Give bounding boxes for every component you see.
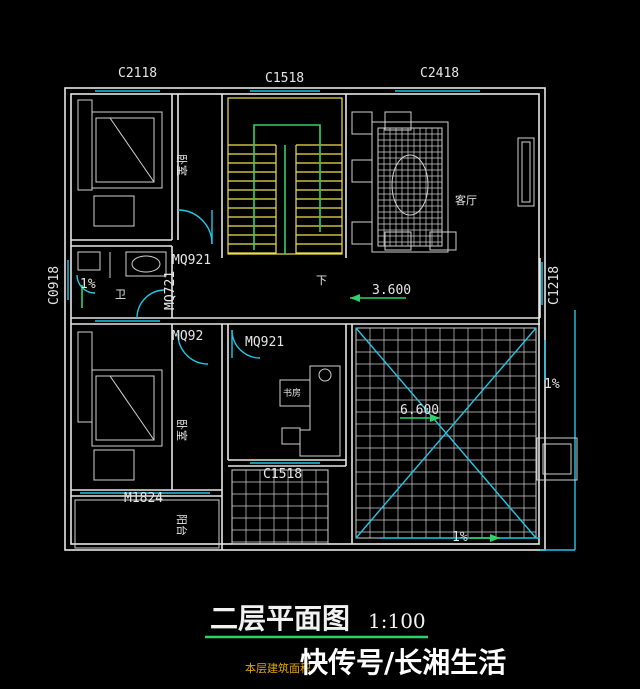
door-swings [76,209,261,365]
label-window-mid-bottom: C1518 [263,467,302,482]
label-door-4: MQ921 [245,335,284,350]
label-door-1: MQ921 [172,253,211,268]
interior-walls [71,94,541,550]
plan-title: 二层平面图 [210,602,350,635]
annotations: C2118 C1518 C2418 C0918 C1218 C1518 MQ92… [47,66,562,545]
label-door-2: MQ721 [163,271,178,310]
room-balcony: 阳台 [175,514,189,536]
room-study: 书房 [283,387,301,399]
label-door-balcony: M1824 [124,491,163,506]
label-window-left: C0918 [47,266,62,305]
plan-scale: 1:100 [368,609,426,633]
label-window-top-mid: C1518 [265,71,304,86]
label-slope-3: 1% [452,530,468,545]
bedroom-1-furniture [77,99,163,227]
lower-tiled-area [231,469,329,545]
plan-subtitle: 本层建筑面积 [245,661,311,675]
terrace [355,327,578,539]
label-slope-1: 1% [80,277,96,292]
label-dim-terrace: 6.600 [400,403,439,418]
label-window-top-left: C2118 [118,66,157,81]
windows [67,90,576,551]
label-window-top-right: C2418 [420,66,459,81]
label-door-3: MQ92 [172,329,203,344]
bathroom-fixtures [77,251,167,278]
room-living: 客厅 [455,193,477,207]
staircase [227,97,343,255]
living-room-furniture [351,111,535,253]
label-dim-hall: 3.600 [372,283,411,298]
dimension-marks [81,285,546,542]
room-bathroom: 卫 [115,288,126,301]
label-slope-2: 1% [544,377,560,392]
label-stair-down: 下 [316,274,327,287]
room-bedroom-1: 卧室 [175,154,189,176]
watermark-text: 快传号/长湘生活 [300,646,506,679]
label-window-right: C1218 [547,266,562,305]
balcony [74,499,220,549]
drawing-title: 二层平面图 1:100 本层建筑面积 快传号/长湘生活 [205,602,506,679]
study-furniture [279,365,341,457]
bedroom-2-furniture [77,331,163,481]
room-bedroom-2: 卧室 [175,419,189,441]
